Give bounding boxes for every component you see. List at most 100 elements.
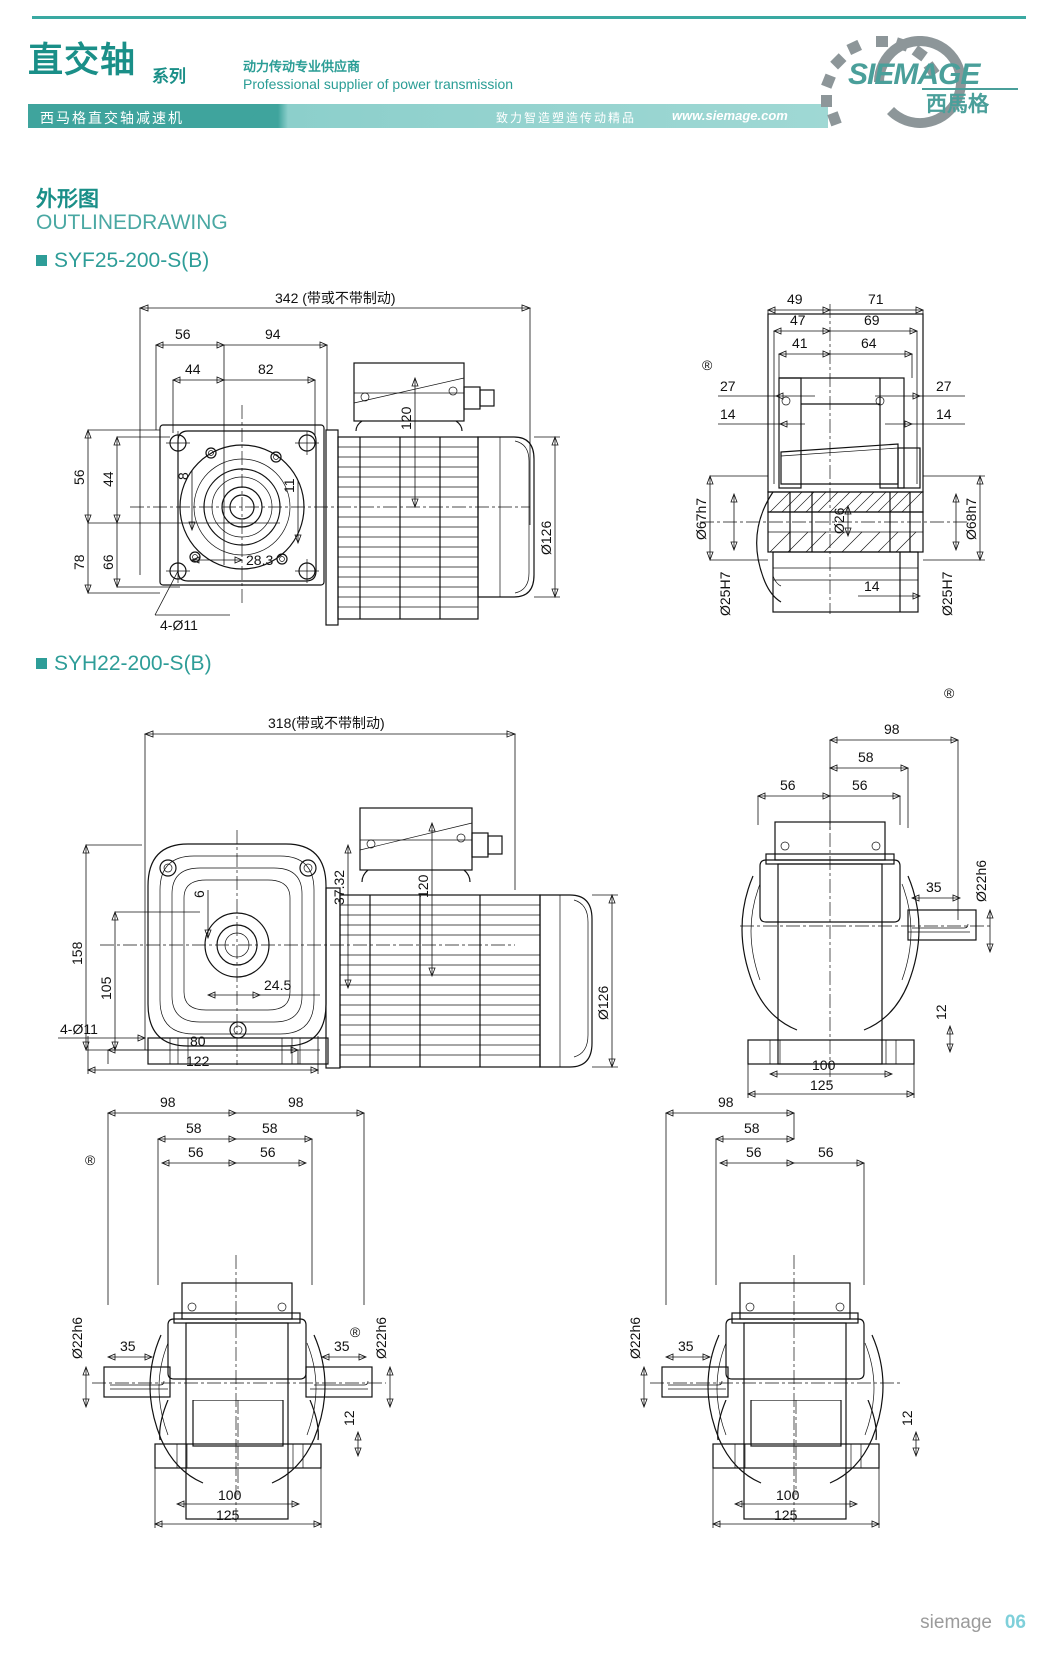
- dim-125: 125: [810, 1077, 834, 1093]
- band-website-url[interactable]: www.siemage.com: [672, 108, 788, 123]
- dim-98-left: 98: [160, 1095, 176, 1110]
- dim-56-right: 56: [818, 1144, 834, 1160]
- footer-brand: siemage: [920, 1612, 992, 1633]
- outline-drawing-double-shaft-view: 98 98 58 58 56 56 35 35 Ø22h6: [69, 1095, 394, 1523]
- dim-80: 80: [190, 1033, 206, 1049]
- section-title-en: OUTLINEDRAWING: [36, 211, 228, 234]
- dim-41: 41: [792, 335, 808, 351]
- dim-58: 58: [744, 1120, 760, 1136]
- page-footer: siemage 06: [0, 1612, 1058, 1652]
- dim-98: 98: [718, 1095, 734, 1110]
- dim-12: 12: [341, 1410, 357, 1426]
- dim-125: 125: [774, 1507, 798, 1523]
- dim-dia-126: Ø126: [595, 986, 611, 1020]
- dim-342: 342 (带或不带制动): [275, 290, 396, 306]
- page-header: 直交轴 系列 动力传动专业供应商 Professional supplier o…: [0, 0, 1058, 140]
- dim-58: 58: [858, 749, 874, 765]
- dim-56-left: 56: [71, 469, 87, 485]
- outline-drawing-single-shaft-view: 98 58 56 56 35 Ø22h6: [627, 1095, 900, 1523]
- bullet-square-icon: [36, 658, 47, 669]
- dim-125: 125: [216, 1507, 240, 1523]
- model-label-1: SYF25-200-S(B): [54, 249, 210, 272]
- dim-44-top: 44: [185, 361, 201, 377]
- dim-49: 49: [787, 291, 803, 307]
- dim-37-32: 37.32: [331, 870, 347, 905]
- band-slogan: 致力智造塑造传动精品: [496, 111, 637, 125]
- dim-dia-22h6-left: Ø22h6: [69, 1317, 85, 1359]
- dim-56-right: 56: [260, 1144, 276, 1160]
- dim-105: 105: [98, 976, 114, 1000]
- tagline-en: Professional supplier of power transmiss…: [243, 76, 514, 92]
- watermark-icon: ®: [85, 1152, 96, 1168]
- company-logo: SIEMAGE 西馬格: [818, 35, 1028, 128]
- dim-100: 100: [218, 1487, 242, 1503]
- dim-35: 35: [926, 879, 942, 895]
- watermark-icon: ®: [350, 1324, 361, 1340]
- dim-dia-25h7-right: Ø25H7: [939, 571, 955, 616]
- outline-drawing-syf25-front: 342 (带或不带制动) 56 94 44 82 56 78 44 66: [71, 290, 560, 633]
- dim-56-left: 56: [780, 777, 796, 793]
- dim-58-left: 58: [186, 1120, 202, 1136]
- dim-27-right: 27: [936, 378, 952, 394]
- dim-98-right: 98: [288, 1095, 304, 1110]
- dim-158: 158: [69, 941, 85, 965]
- dim-28-3: 28.3: [246, 552, 273, 568]
- dim-14-bottom: 14: [864, 578, 880, 594]
- outline-drawing-syf25-section: 49 71 47 69 41 64 27 27 14 14: [693, 291, 985, 616]
- dim-6: 6: [191, 890, 207, 898]
- dim-47: 47: [790, 312, 806, 328]
- dim-318: 318(带或不带制动): [268, 715, 385, 731]
- bullet-square-icon: [36, 255, 47, 266]
- dim-120: 120: [398, 406, 414, 430]
- dim-dia-22h6-right: Ø22h6: [373, 1317, 389, 1359]
- syh22-side-base-dimensions: 100 125: [746, 1058, 916, 1098]
- dim-dia-25h7-left: Ø25H7: [717, 571, 733, 616]
- outline-drawing-syh22-side: 98 58 56 56 35 Ø22h6 12 ®: [740, 685, 994, 1085]
- section-title-cn: 外形图: [36, 187, 99, 211]
- dim-56-left: 56: [746, 1144, 762, 1160]
- dim-35-left: 35: [120, 1338, 136, 1354]
- dim-14-right: 14: [936, 406, 952, 422]
- dim-98: 98: [884, 721, 900, 737]
- header-top-rule: [32, 16, 1026, 19]
- logo-underline: [922, 88, 1018, 90]
- dim-58-right: 58: [262, 1120, 278, 1136]
- band-product-label: 西马格直交轴减速机: [40, 111, 184, 127]
- single-shaft-base-dimensions: 12 100 125: [711, 1400, 920, 1528]
- dim-27-left: 27: [720, 378, 736, 394]
- dim-94: 94: [265, 326, 281, 342]
- dim-122: 122: [186, 1053, 210, 1069]
- dim-71: 71: [868, 291, 884, 307]
- dim-11: 11: [281, 478, 297, 493]
- header-band: [28, 104, 828, 128]
- dim-100: 100: [812, 1058, 836, 1073]
- dim-dia-67h7: Ø67h7: [693, 498, 709, 540]
- brand-series-label: 系列: [152, 67, 186, 87]
- watermark-icon: ®: [944, 685, 955, 701]
- dim-56-left: 56: [188, 1144, 204, 1160]
- logo-wordmark-cn: 西馬格: [926, 92, 989, 116]
- dim-dia-126: Ø126: [538, 521, 554, 555]
- note-4-phi-11: 4-Ø11: [60, 1021, 98, 1037]
- gear-icon: [821, 35, 966, 128]
- dim-69: 69: [864, 312, 880, 328]
- logo-wordmark: SIEMAGE: [848, 58, 980, 91]
- model-heading-syh22: SYH22-200-S(B): [36, 652, 212, 676]
- dim-66-left: 66: [100, 554, 116, 570]
- header-band-wedge: [240, 104, 266, 128]
- dim-35-right: 35: [334, 1338, 350, 1354]
- dim-12: 12: [933, 1004, 949, 1020]
- dim-35: 35: [678, 1338, 694, 1354]
- brand-title-cn: 直交轴: [28, 41, 137, 81]
- dim-dia-22h6: Ø22h6: [627, 1317, 643, 1359]
- dim-14-left: 14: [720, 406, 736, 422]
- dim-100: 100: [776, 1487, 800, 1503]
- dim-78-left: 78: [71, 554, 87, 570]
- syh22-base-dimensions: 4-Ø11 80 122: [58, 1021, 320, 1074]
- double-shaft-base-dimensions: 12 100 125: [153, 1400, 362, 1528]
- dim-dia-68h7: Ø68h7: [963, 498, 979, 540]
- dim-12: 12: [899, 1410, 915, 1426]
- watermark-icon: ®: [702, 357, 713, 373]
- dim-dia-22h6: Ø22h6: [973, 860, 989, 902]
- dim-dia-26: Ø26: [831, 507, 847, 534]
